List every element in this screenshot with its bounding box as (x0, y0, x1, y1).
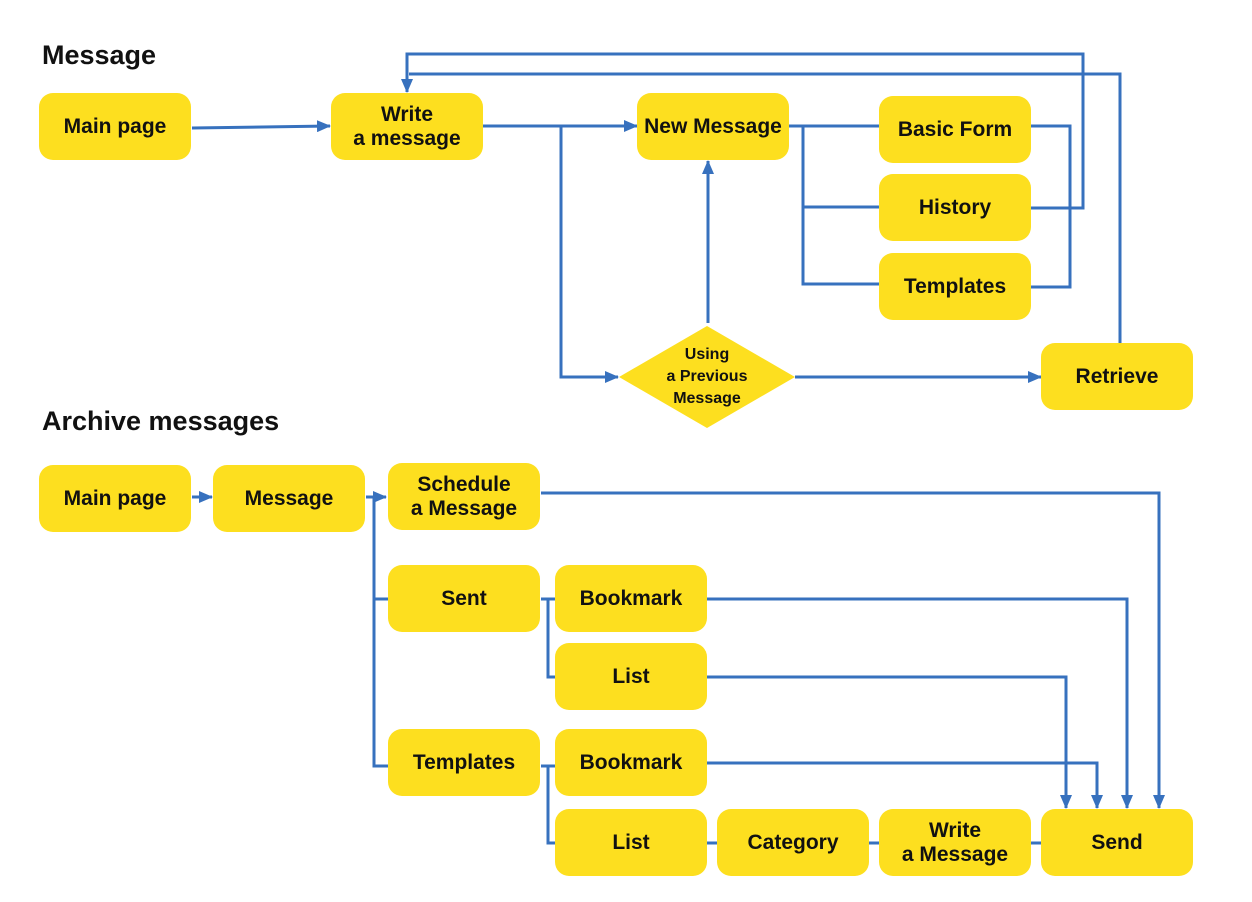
node-label: Main page (63, 114, 167, 138)
node-label: Category (747, 830, 839, 854)
node-label: New Message (644, 114, 782, 138)
edge-new-branch (801, 126, 879, 286)
edge-schedule-to-send (541, 491, 1165, 809)
node-label: Basic Form (897, 117, 1013, 141)
decision-label-line: Using (684, 346, 730, 363)
node-label: Retrieve (1075, 364, 1159, 388)
node-history[interactable]: History (879, 174, 1031, 241)
node-new-message[interactable]: New Message (637, 93, 789, 160)
node-send[interactable]: Send (1041, 809, 1193, 876)
node-templates[interactable]: Templates (879, 253, 1031, 320)
node-label-line: Write (928, 818, 982, 842)
decision-label-line: a Previous (666, 368, 748, 385)
edge-sent-branch (546, 599, 555, 679)
node-sent[interactable]: Sent (388, 565, 540, 632)
edge-templates-branch (546, 766, 555, 845)
node-label-line: Write (380, 102, 434, 126)
node-label: Templates (903, 274, 1007, 298)
node-main-page[interactable]: Main page (39, 93, 191, 160)
node-archive-message[interactable]: Message (213, 465, 365, 532)
node-label: List (612, 664, 650, 688)
decision-label-line: Message (673, 390, 741, 407)
node-sent-list[interactable]: List (555, 643, 707, 710)
node-label-line: a Message (901, 842, 1009, 866)
node-templates-list[interactable]: List (555, 809, 707, 876)
node-label-line: a message (353, 126, 461, 150)
node-schedule-a-message[interactable]: Schedule a Message (388, 463, 540, 530)
edge-write-to-using (559, 126, 619, 383)
node-basic-form[interactable]: Basic Form (879, 96, 1031, 163)
node-label: Bookmark (579, 586, 683, 610)
edge-sent-bookmark-to-send (707, 597, 1133, 809)
node-category[interactable]: Category (717, 809, 869, 876)
decision-using-previous-message[interactable]: Using a Previous Message (619, 326, 795, 428)
node-label: Main page (63, 486, 167, 510)
node-write-a-message[interactable]: Write a message (331, 93, 483, 160)
node-label: Message (244, 486, 334, 510)
node-archive-write-a-message[interactable]: Write a Message (879, 809, 1031, 876)
edge-retrieve-to-write (409, 72, 1122, 343)
node-label: History (918, 195, 992, 219)
edge-templates-bookmark-to-send (707, 761, 1103, 809)
node-label: Sent (441, 586, 487, 610)
edge-sent-list-to-send (707, 675, 1072, 809)
node-label: Bookmark (579, 750, 683, 774)
node-archive-main-page[interactable]: Main page (39, 465, 191, 532)
node-label-line: Schedule (417, 472, 511, 496)
node-archive-templates[interactable]: Templates (388, 729, 540, 796)
node-label: Templates (412, 750, 516, 774)
edge-arch-message-branch (372, 497, 388, 768)
node-sent-bookmark[interactable]: Bookmark (555, 565, 707, 632)
node-label-line: a Message (410, 496, 518, 520)
node-label: Send (1091, 830, 1143, 854)
section-title-archive: Archive messages (42, 406, 280, 436)
diamond-shape (619, 326, 795, 428)
node-label: List (612, 830, 650, 854)
section-title-message: Message (42, 40, 157, 70)
edge-history-to-write (401, 52, 1085, 210)
node-templates-bookmark[interactable]: Bookmark (555, 729, 707, 796)
edge-main-to-write (191, 120, 331, 133)
node-retrieve[interactable]: Retrieve (1041, 343, 1193, 410)
